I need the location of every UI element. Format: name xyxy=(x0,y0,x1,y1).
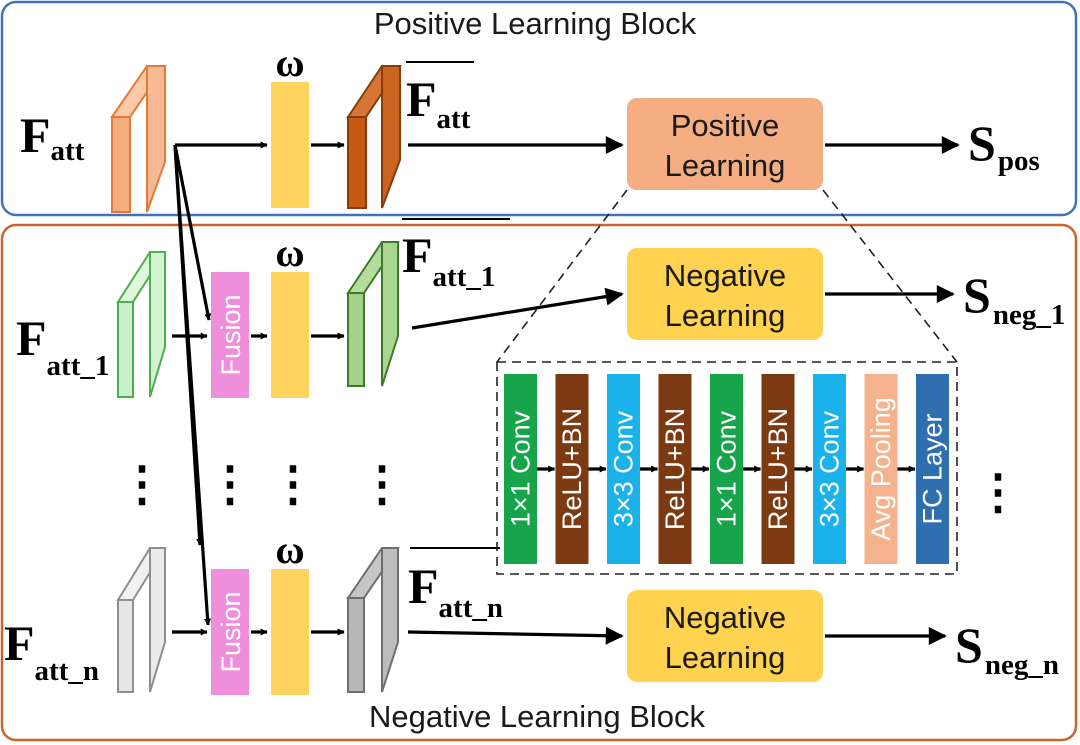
positive-learning-label: Positive xyxy=(671,108,780,143)
positive-learning-label-2: Learning xyxy=(665,148,786,183)
negative-learning-label-1b: Learning xyxy=(665,298,786,333)
positive-learning-block xyxy=(0,0,1078,217)
feature-label-f-att-n: Fatt_n xyxy=(4,615,99,687)
layer-block-3 xyxy=(607,374,640,564)
layer-block-4 xyxy=(658,374,692,564)
feature-label-f-att-1-weighted: Fatt_1 xyxy=(402,227,495,293)
fusion-box-1 xyxy=(211,272,249,398)
layer-block-5 xyxy=(710,374,743,564)
fusion-label-n: Fusion xyxy=(216,591,246,672)
ellipsis-col-3: ⋮ xyxy=(269,458,317,511)
layer-label-3: 3×3 Conv xyxy=(609,410,639,527)
layer-stack: 1×1 Conv ReLU+BN 3×3 Conv ReLU+BN 1×1 Conv Re… xyxy=(504,374,949,564)
layer-block-1 xyxy=(504,374,537,564)
weight-bar xyxy=(271,82,309,208)
feature-map-weighted xyxy=(346,65,402,209)
ellipsis-col-2: ⋮ xyxy=(206,458,254,511)
layer-label-7: 3×3 Conv xyxy=(815,410,845,527)
layer-block-2 xyxy=(555,374,589,564)
positive-block-title: Positive Learning Block xyxy=(374,6,697,41)
feature-label-f-att-weighted: Fatt xyxy=(406,71,471,135)
feature-map-input xyxy=(110,65,167,213)
layer-label-1: 1×1 Conv xyxy=(506,410,536,527)
feature-map-neg-1 xyxy=(116,251,167,398)
layer-block-7 xyxy=(813,374,846,564)
negative-learning-label-1: Negative xyxy=(664,258,786,293)
layer-label-6: ReLU+BN xyxy=(763,408,793,530)
feature-label-f-att-n-weighted: Fatt_n xyxy=(408,558,503,624)
weight-omega: ω xyxy=(275,40,304,85)
ellipsis-col-4: ⋮ xyxy=(358,458,406,511)
layer-label-9: FC Layer xyxy=(918,413,948,524)
fusion-label-1: Fusion xyxy=(216,294,246,375)
weight-omega-neg-1: ω xyxy=(275,230,304,275)
negative-learning-box-1 xyxy=(627,248,823,340)
weight-omega-neg-n: ω xyxy=(275,527,304,572)
feature-label-f-att-1: Fatt_1 xyxy=(16,310,109,382)
output-s-pos: Spos xyxy=(968,115,1040,177)
feature-map-neg-n xyxy=(116,547,167,693)
layer-block-9 xyxy=(916,374,949,564)
feature-map-neg-n-weighted xyxy=(346,547,400,693)
negative-block-title: Negative Learning Block xyxy=(369,699,706,734)
negative-learning-detail: 1×1 Conv ReLU+BN 3×3 Conv ReLU+BN 1×1 Conv Re… xyxy=(410,189,958,575)
output-s-neg-1: Sneg_1 xyxy=(963,267,1065,331)
output-s-neg-n: Sneg_n xyxy=(955,617,1059,681)
positive-learning-box xyxy=(627,98,823,190)
layer-label-8: Avg Pooling xyxy=(866,397,896,541)
feature-map-neg-1-weighted xyxy=(346,241,400,387)
ellipsis-col-1: ⋮ xyxy=(118,458,166,511)
negative-learning-label-nb: Learning xyxy=(665,640,786,675)
weight-bar-neg-n xyxy=(271,569,309,695)
layer-block-8 xyxy=(864,374,898,564)
negative-learning-block xyxy=(0,223,1078,742)
negative-learning-box-n xyxy=(627,590,823,682)
ellipsis-col-5: ⋮ xyxy=(974,466,1022,519)
fusion-box-n xyxy=(211,569,249,695)
feature-label-f-att: Fatt xyxy=(20,107,85,167)
layer-label-4: ReLU+BN xyxy=(660,408,690,530)
layer-label-2: ReLU+BN xyxy=(557,408,587,530)
negative-learning-label-n: Negative xyxy=(664,600,786,635)
arrows xyxy=(172,136,960,645)
detail-frame xyxy=(496,361,958,575)
weight-bar-neg-1 xyxy=(271,272,309,398)
layer-label-5: 1×1 Conv xyxy=(712,410,742,527)
layer-block-6 xyxy=(761,374,795,564)
